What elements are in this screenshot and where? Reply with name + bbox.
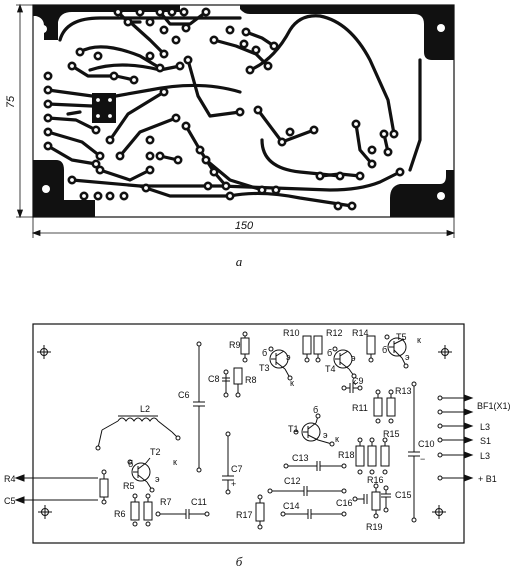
label-C16: C16 bbox=[336, 498, 353, 508]
label-R11: R11 bbox=[352, 403, 368, 413]
label-R5: R5 bbox=[123, 481, 135, 491]
label-R8: R8 bbox=[245, 375, 257, 385]
label-R13: R13 bbox=[395, 386, 412, 396]
pin-e-T3: э bbox=[286, 352, 291, 362]
connector-L3-bottom: L3 bbox=[480, 451, 490, 461]
label-C15: C15 bbox=[395, 490, 412, 500]
label-C11: C11 bbox=[191, 497, 207, 507]
pin-b-T5: б bbox=[382, 345, 387, 355]
pcb-traces bbox=[46, 10, 422, 208]
pin-k-T2: к bbox=[173, 457, 177, 467]
pin-b-T1: б bbox=[313, 405, 318, 415]
pin-b-T3: б bbox=[262, 348, 267, 358]
connector-C5: C5 bbox=[4, 496, 16, 506]
connector-L3-top: L3 bbox=[480, 422, 490, 432]
schematic-caption: б bbox=[236, 554, 243, 569]
label-R10: R10 bbox=[283, 328, 300, 338]
label-T4: T4 bbox=[325, 364, 336, 374]
schematic-board-outline bbox=[32, 323, 465, 544]
label-C12: C12 bbox=[284, 476, 301, 486]
label-C13: C13 bbox=[292, 453, 309, 463]
pcb-mount-hole bbox=[437, 24, 445, 32]
label-R14: R14 bbox=[352, 328, 369, 338]
connector-B1: + B1 bbox=[478, 474, 497, 484]
pcb-mount-hole bbox=[39, 25, 47, 33]
connector-S1: S1 bbox=[480, 436, 491, 446]
label-R6: R6 bbox=[114, 509, 126, 519]
pin-plus-C7: + bbox=[231, 479, 236, 489]
pcb-mount-hole bbox=[42, 185, 50, 193]
label-T3: T3 bbox=[259, 363, 270, 373]
pin-k-T4: к bbox=[352, 377, 356, 387]
component-placement-diagram: R9 R10 R12 R14 T5 T3 T4 C6 C8 R8 C9 R11 … bbox=[4, 323, 511, 569]
connector-BF1: BF1(X1) bbox=[477, 401, 511, 411]
schematic-connector-arrows bbox=[14, 394, 474, 504]
pcb-copper-bottom-right bbox=[390, 170, 454, 217]
label-R12: R12 bbox=[326, 328, 343, 338]
label-R7: R7 bbox=[160, 497, 172, 507]
pin-b-T2: б bbox=[128, 459, 133, 469]
label-C14: C14 bbox=[283, 501, 300, 511]
pcb-dimension-lines bbox=[16, 3, 456, 238]
connector-R4: R4 bbox=[4, 474, 16, 484]
pin-k-T5: к bbox=[417, 335, 421, 345]
pcb-width-dimension: 150 bbox=[235, 220, 254, 232]
pin-b-T4: б bbox=[327, 348, 332, 358]
label-T2: T2 bbox=[150, 447, 161, 457]
pin-k-T1: к bbox=[335, 434, 339, 444]
label-C9: C9 bbox=[352, 376, 364, 386]
pin-e-T1: э bbox=[323, 430, 328, 440]
label-R16: R16 bbox=[367, 475, 384, 485]
label-R18: R18 bbox=[338, 450, 355, 460]
pin-minus-C10: − bbox=[420, 454, 425, 464]
pcb-copper-bottom-left bbox=[33, 160, 95, 217]
label-L2: L2 bbox=[140, 404, 150, 414]
pin-e-T4: э bbox=[351, 353, 356, 363]
pcb-pads bbox=[43, 7, 405, 211]
schematic-labels: R9 R10 R12 R14 T5 T3 T4 C6 C8 R8 C9 R11 … bbox=[4, 328, 511, 532]
pcb-copper-top-left bbox=[33, 5, 180, 40]
label-C8: C8 bbox=[208, 374, 220, 384]
pcb-height-dimension: 75 bbox=[5, 95, 17, 108]
label-T1: T1 bbox=[288, 424, 299, 434]
label-C6: C6 bbox=[178, 390, 190, 400]
label-C10: C10 bbox=[418, 439, 435, 449]
label-C7: C7 bbox=[231, 464, 243, 474]
label-R15: R15 bbox=[383, 429, 400, 439]
schematic-solder-points bbox=[95, 331, 443, 530]
label-R9: R9 bbox=[229, 340, 241, 350]
label-R17: R17 bbox=[236, 510, 253, 520]
label-R19: R19 bbox=[366, 522, 383, 532]
label-T5: T5 bbox=[396, 332, 407, 342]
pcb-caption: а bbox=[236, 254, 243, 269]
pcb-copper-top-right bbox=[240, 5, 454, 60]
pin-e-T5: э bbox=[405, 352, 410, 362]
pin-k-T3: к bbox=[290, 378, 294, 388]
pcb-mount-hole bbox=[437, 192, 445, 200]
schematic-mount-holes bbox=[37, 345, 452, 519]
pcb-layout: 75 150 а bbox=[5, 3, 456, 269]
pin-e-T2: э bbox=[155, 474, 160, 484]
schematic-components bbox=[97, 334, 420, 527]
